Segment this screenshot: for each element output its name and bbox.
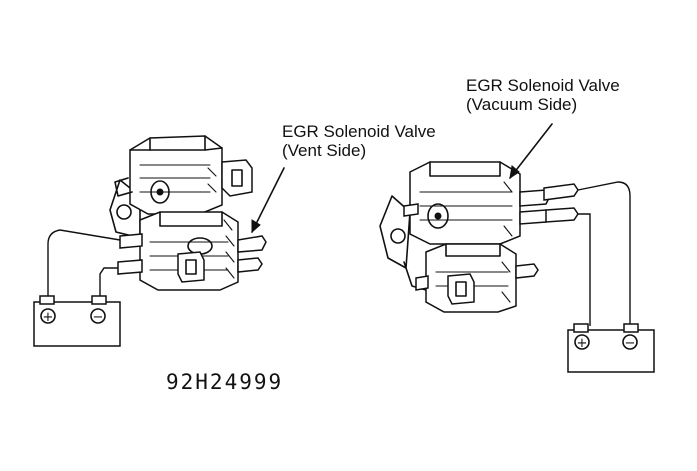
vent-side-label-line1: EGR Solenoid Valve [282,122,436,141]
right-battery-positive-label: + [577,336,588,351]
left-battery-positive-label: + [43,310,54,325]
vacuum-side-label-line2: (Vacuum Side) [466,95,578,114]
right-solenoid-assembly [379,161,579,313]
vent-side-label-line2: (Vent Side) [282,141,367,160]
vent-side-pointer [251,167,285,234]
left-battery [33,295,121,347]
right-test-wires [577,181,631,326]
vacuum-side-label-line1: EGR Solenoid Valve [466,76,620,95]
left-battery-negative-label: − [93,310,104,325]
right-battery-negative-label: − [625,336,636,351]
vacuum-side-pointer [509,123,553,180]
right-battery [567,323,655,373]
vent-side-label: EGR Solenoid Valve (Vent Side) [282,122,436,160]
left-solenoid-assembly [109,135,267,291]
vacuum-side-label: EGR Solenoid Valve (Vacuum Side) [466,76,620,114]
figure-code: 92H24999 [166,370,284,394]
left-test-wires [47,229,121,300]
